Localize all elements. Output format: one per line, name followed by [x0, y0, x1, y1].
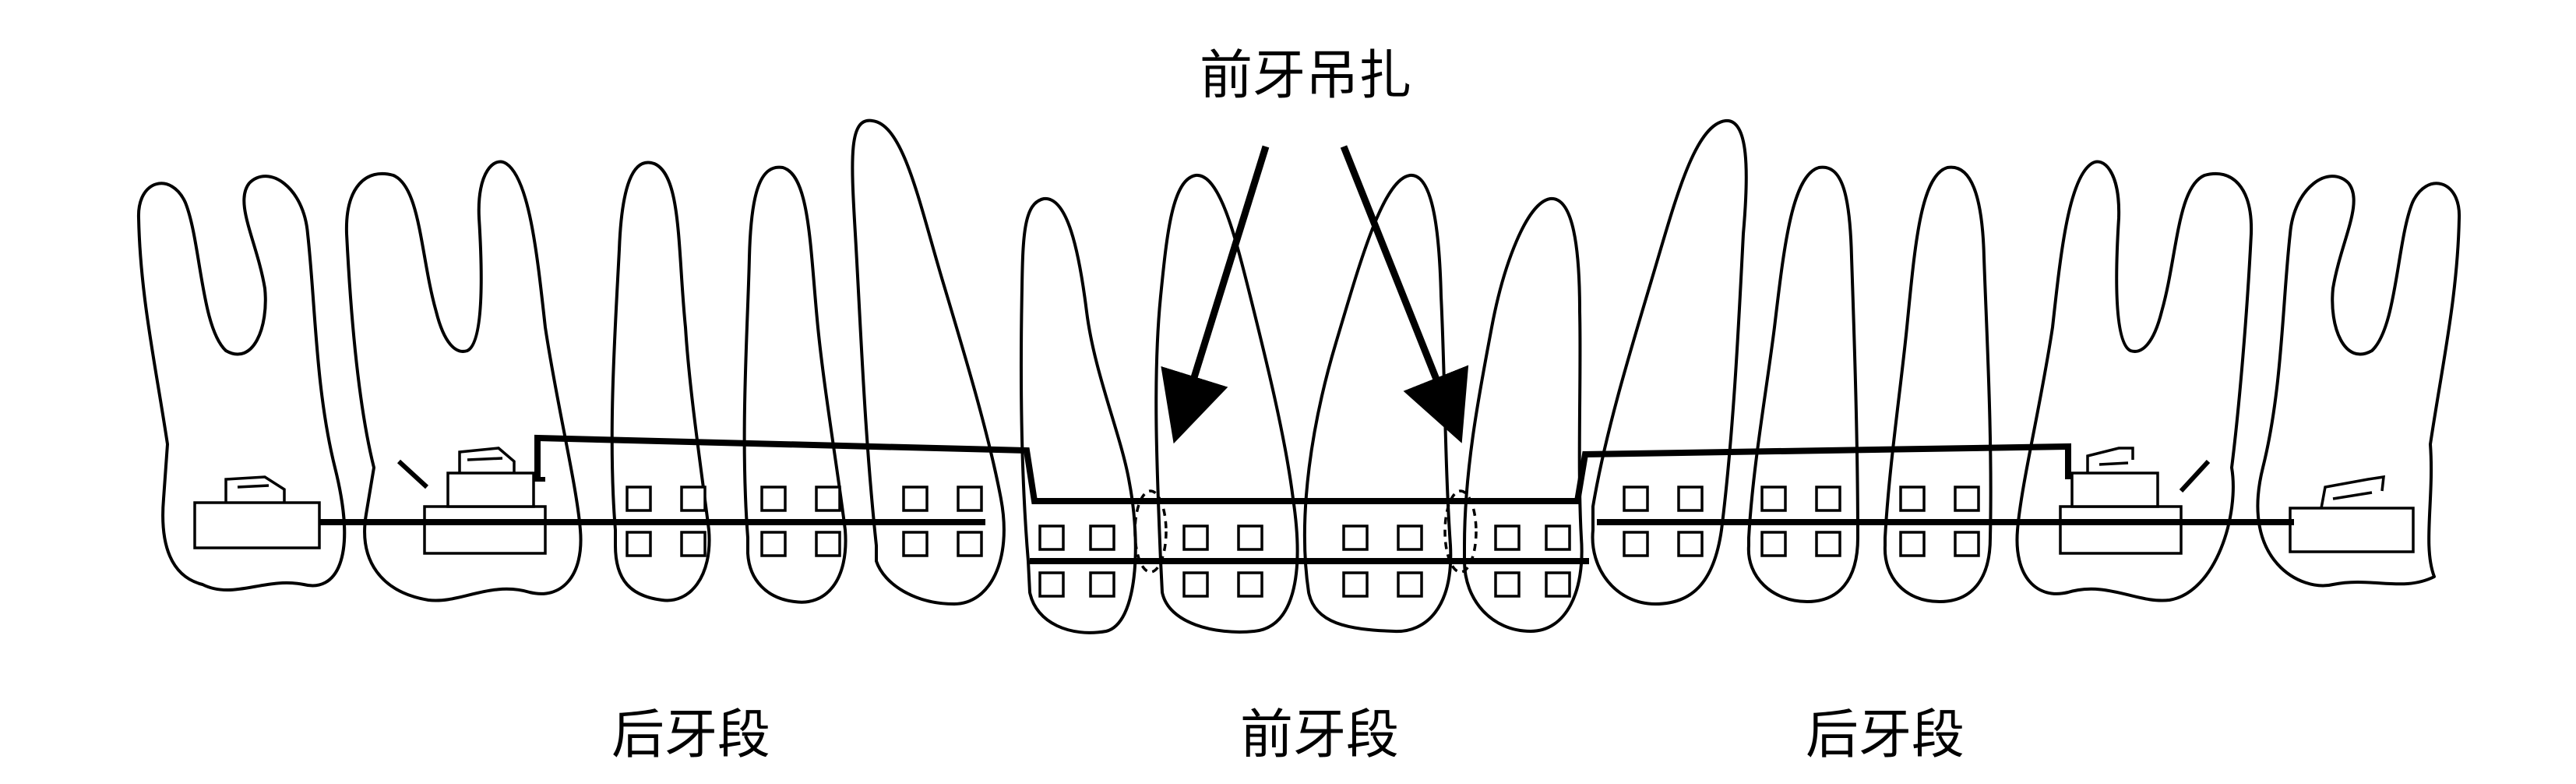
brackets-anterior — [1038, 524, 1571, 598]
ligature-tie-left — [1133, 489, 1168, 574]
tooth-premolar-right-3 — [1883, 165, 1993, 603]
molar-tube-left-2-cap — [446, 471, 535, 508]
molar-tube-right-1 — [2289, 507, 2415, 553]
molar-hook-right-2 — [2086, 447, 2134, 473]
tooth-premolar-right-4 — [1746, 165, 1859, 603]
posterior-segment-left-label: 后牙段 — [611, 705, 771, 766]
tooth-central-incisor-right — [1302, 174, 1453, 634]
tooth-molar-right-1 — [2256, 175, 2461, 588]
tooth-canine-left-5 — [851, 118, 1006, 606]
tooth-lateral-incisor-right — [1463, 196, 1584, 633]
hook-right — [2179, 459, 2211, 493]
molar-hook-right-1 — [2320, 475, 2385, 509]
tooth-central-incisor-left — [1154, 173, 1299, 634]
auxiliary-wire-stepped — [534, 434, 2071, 504]
arrow-right — [1340, 145, 1469, 443]
tooth-canine-right-5 — [1591, 118, 1748, 606]
tooth-premolar-left-4 — [742, 165, 848, 604]
arrow-left — [1161, 145, 1270, 444]
ligature-tie-right — [1443, 489, 1478, 574]
brackets-right-posterior — [1623, 486, 1980, 557]
tooth-lateral-incisor-left — [1019, 196, 1137, 634]
tooth-molar-left-1 — [136, 175, 347, 592]
molar-tube-right-2 — [2059, 505, 2183, 555]
molar-tube-right-2-cap — [2070, 471, 2159, 508]
tooth-molar-right-2 — [2015, 160, 2254, 602]
tooth-premolar-left-3 — [610, 161, 711, 602]
anterior-tieback-label: 前牙吊扎 — [1200, 45, 1412, 107]
brackets-left-posterior — [625, 486, 983, 557]
molar-hook-left-2 — [458, 447, 516, 473]
posterior-segment-right-label: 后牙段 — [1806, 705, 1965, 766]
tooth-molar-left-2 — [344, 160, 583, 602]
molar-tube-left-2 — [423, 505, 547, 555]
molar-hook-left-1 — [224, 475, 286, 503]
anterior-segment-label: 前牙段 — [1240, 705, 1400, 766]
hook-left — [396, 459, 429, 489]
molar-tube-left-1 — [193, 501, 321, 549]
